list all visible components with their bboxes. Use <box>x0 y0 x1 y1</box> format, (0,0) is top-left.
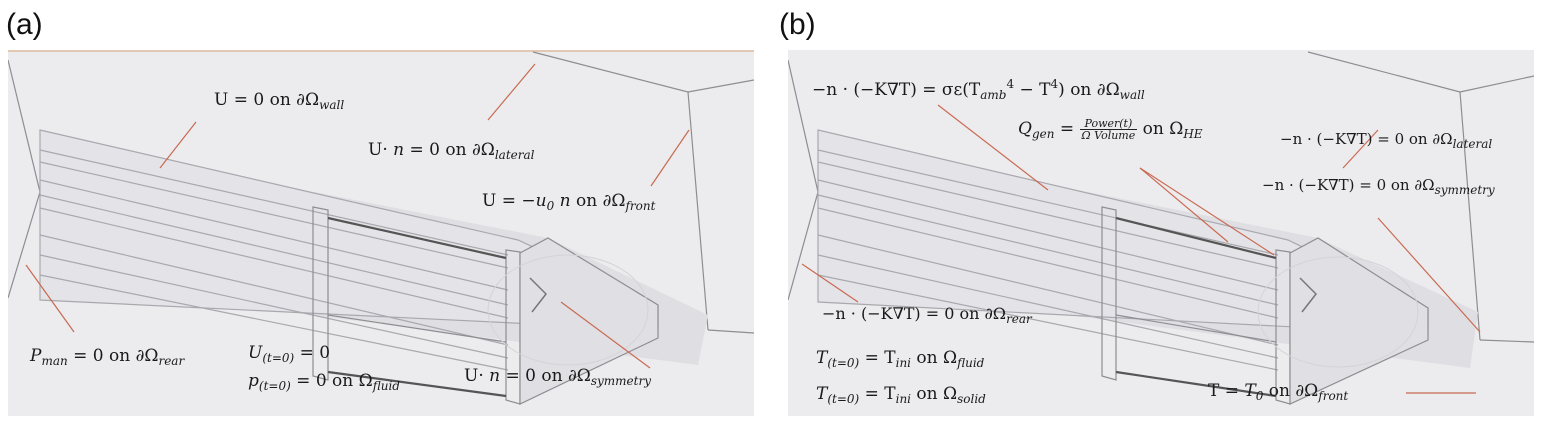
inner-chamber <box>1101 206 1291 405</box>
bc-front-velocity: U = −u0 n on ∂Ωfront <box>482 191 656 213</box>
ic-pressure: p(t=0) = 0 on Ωfluid <box>248 371 400 393</box>
bc-lateral-heat: −n · (−K∇T) = 0 on ∂Ωlateral <box>1280 130 1493 151</box>
probe-tube <box>39 129 659 371</box>
bc-rear-heat: −n · (−K∇T) = 0 on ∂Ωrear <box>822 304 1032 326</box>
bc-lateral-velocity: U· n = 0 on ∂Ωlateral <box>368 140 535 162</box>
geometry-drawing-a <box>8 50 754 416</box>
leader-lines-b <box>801 104 1481 394</box>
probe-tip <box>519 237 659 405</box>
probe-tip <box>1289 237 1429 405</box>
bc-wall-velocity: U = 0 on ∂Ωwall <box>214 90 345 112</box>
ic-velocity: U(t=0) = 0 <box>248 343 331 365</box>
panel-label-a: (a) <box>6 8 43 41</box>
ic-solid-temperature: T(t=0) = Tini on Ωsolid <box>816 384 986 406</box>
heat-generation: Qgen = Power(t)Ω Volume on ΩHE <box>1018 117 1203 142</box>
geometry-drawing-b <box>788 50 1534 416</box>
panel-b: −n · (−K∇T) = σε(Tamb4 − T4) on ∂Ωwall Q… <box>788 50 1534 416</box>
leader-lines-a <box>25 63 690 369</box>
bc-symmetry-velocity: U· n = 0 on ∂Ωsymmetry <box>464 366 651 388</box>
panel-a: U = 0 on ∂Ωwall U· n = 0 on ∂Ωlateral U … <box>8 50 754 416</box>
bc-front-temperature: T = T0 on ∂Ωfront <box>1208 381 1349 403</box>
inner-chamber <box>312 206 521 405</box>
bc-wall-radiation: −n · (−K∇T) = σε(Tamb4 − T4) on ∂Ωwall <box>812 77 1145 102</box>
bc-rear-pressure: Pman = 0 on ∂Ωrear <box>30 346 185 368</box>
bc-symmetry-heat: −n · (−K∇T) = 0 on ∂Ωsymmetry <box>1262 176 1495 197</box>
ic-fluid-temperature: T(t=0) = Tini on Ωfluid <box>816 348 985 370</box>
panel-label-b: (b) <box>779 8 816 41</box>
